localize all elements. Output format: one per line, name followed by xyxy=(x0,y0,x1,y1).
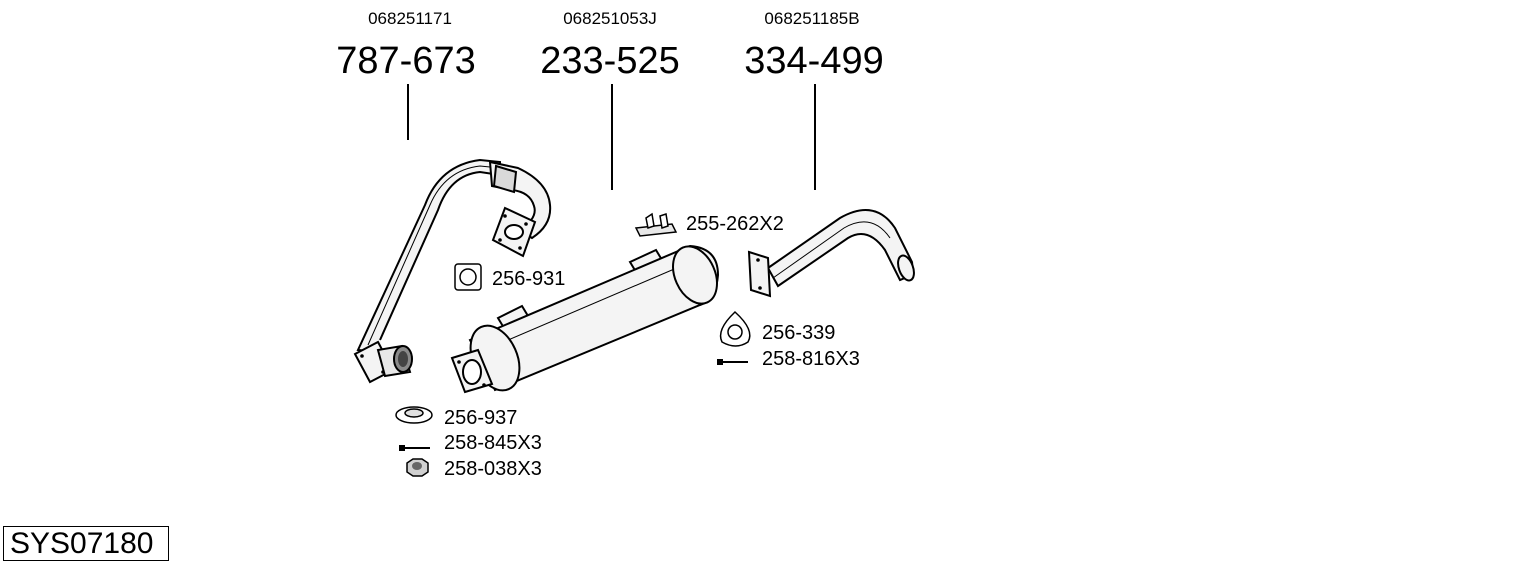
accessory-label: 256-937 xyxy=(444,407,517,429)
part-number-middle-silencer: 233-525 xyxy=(540,40,679,82)
part-number-front-pipe: 787-673 xyxy=(336,40,475,82)
accessory-label: 255-262X2 xyxy=(686,213,784,235)
bolt-icon xyxy=(399,445,430,451)
accessory-label: 256-339 xyxy=(762,322,835,344)
tail-pipe-drawing xyxy=(747,209,915,298)
oem-number-tail-pipe: 068251185B xyxy=(764,9,859,28)
system-code-label: SYS07180 xyxy=(3,526,169,561)
hanger-bracket-icon xyxy=(634,212,678,237)
part-number-tail-pipe: 334-499 xyxy=(744,40,883,82)
nut-icon xyxy=(406,458,429,477)
square-gasket-icon xyxy=(454,263,482,291)
oem-number-front-pipe: 068251171 xyxy=(368,9,452,28)
accessory-label: 258-038X3 xyxy=(444,458,542,480)
triangle-gasket-icon xyxy=(719,310,751,347)
oem-number-middle-silencer: 068251053J xyxy=(563,9,657,28)
accessory-label: 258-845X3 xyxy=(444,432,542,454)
accessory-label: 258-816X3 xyxy=(762,348,860,370)
bolt-icon xyxy=(717,359,748,365)
middle-silencer-drawing xyxy=(450,244,720,394)
ring-gasket-icon xyxy=(395,406,433,424)
accessory-label: 256-931 xyxy=(492,268,565,290)
front-pipe-drawing xyxy=(353,158,552,384)
